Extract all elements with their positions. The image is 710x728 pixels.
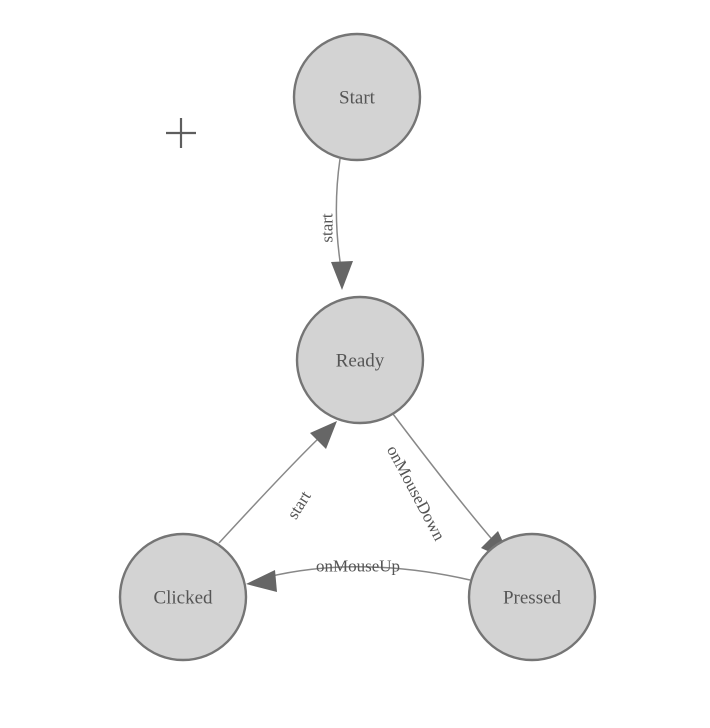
edge-start-to-ready[interactable]: start	[318, 158, 354, 290]
plus-marker-icon[interactable]	[166, 118, 196, 148]
node-start[interactable]: Start	[292, 32, 422, 162]
edge-label: start	[283, 487, 315, 522]
edge-ready-to-pressed[interactable]: onMouseDown	[383, 413, 512, 562]
node-shape[interactable]	[295, 295, 425, 425]
node-pressed[interactable]: Pressed	[467, 532, 597, 662]
node-ready[interactable]: Ready	[295, 295, 425, 425]
edge-pressed-to-clicked[interactable]: onMouseUp	[246, 557, 471, 593]
node-shape[interactable]	[467, 532, 597, 662]
node-label: Clicked	[153, 588, 213, 609]
edge-label: onMouseUp	[316, 557, 400, 576]
edge-label: start	[318, 213, 337, 243]
node-label: Pressed	[503, 588, 562, 609]
node-label: Start	[339, 88, 376, 109]
arrow-head-icon	[310, 421, 337, 449]
edge-line	[267, 566, 471, 581]
node-label: Ready	[336, 351, 385, 372]
node-shape[interactable]	[292, 32, 422, 162]
node-clicked[interactable]: Clicked	[118, 532, 248, 662]
arrow-head-icon	[246, 570, 277, 592]
edge-line	[335, 158, 342, 269]
edge-line	[218, 436, 321, 544]
edge-clicked-to-ready[interactable]: start	[218, 421, 337, 544]
arrow-head-icon	[331, 261, 353, 290]
node-shape[interactable]	[118, 532, 248, 662]
edge-line	[392, 413, 497, 545]
edge-label: onMouseDown	[383, 442, 449, 544]
